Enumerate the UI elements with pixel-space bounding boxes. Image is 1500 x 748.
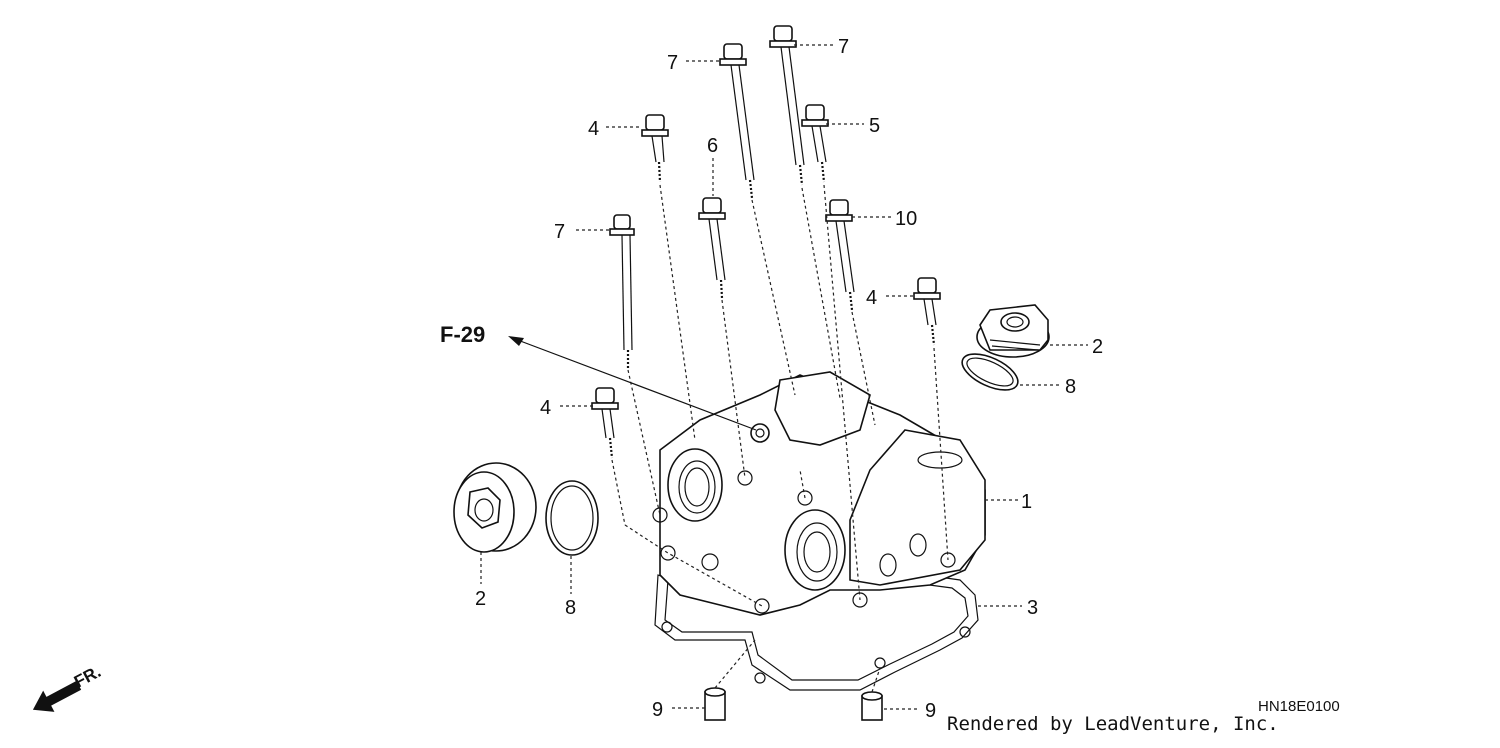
oil-filler-cap-left [453, 462, 537, 553]
dowel-pin-left [704, 687, 726, 721]
cover-left-port-thread [684, 467, 710, 507]
alignment-line [611, 459, 626, 526]
diagram-code: HN18E0100 [1258, 698, 1340, 715]
bolt-7-upper [719, 43, 755, 199]
reference-label[interactable]: F-29 [440, 322, 485, 347]
render-credit: Rendered by LeadVenture, Inc. [947, 713, 1279, 735]
cover-center-port-thread [803, 531, 831, 573]
alignment-line [751, 199, 796, 396]
callout-4: 4 [588, 118, 599, 140]
cover-left-port-inner [678, 460, 716, 514]
callout-9: 9 [652, 699, 663, 721]
reference-arrow [514, 338, 757, 431]
o-ring-left [545, 480, 599, 556]
cover-right-lobe [849, 429, 986, 586]
gasket-hole [754, 672, 766, 684]
callout-5: 5 [869, 115, 880, 137]
alignment-line [851, 311, 876, 426]
callout-3: 3 [1027, 597, 1038, 619]
bolt-10 [825, 199, 855, 311]
callout-7: 7 [554, 221, 565, 243]
callout-2: 2 [1092, 336, 1103, 358]
cover-breather-inner [755, 428, 765, 438]
cover-bolt-boss [754, 598, 770, 614]
callout-7: 7 [838, 36, 849, 58]
callout-10: 10 [895, 208, 917, 230]
callout-1: 1 [1021, 491, 1032, 513]
gasket-hole [959, 626, 971, 638]
callout-4: 4 [540, 397, 551, 419]
front-direction-arrow [32, 680, 82, 712]
cover-bolt-boss [797, 490, 813, 506]
bolt-4-right [913, 277, 941, 346]
cover-spine [774, 371, 871, 446]
callout-8: 8 [1065, 376, 1076, 398]
cover-center-port-outer [784, 509, 846, 591]
reference-arrowhead [508, 336, 524, 346]
cover-bolt-boss [852, 592, 868, 608]
alignment-line [799, 469, 806, 499]
callout-7: 7 [667, 52, 678, 74]
oil-filler-cap-right [976, 304, 1050, 358]
bolt-4-lower [591, 387, 619, 459]
o-ring-right [961, 353, 1019, 391]
gasket-hole [874, 657, 886, 669]
callout-6: 6 [707, 135, 718, 157]
cover-side-hole [909, 533, 927, 557]
gasket-hole [661, 621, 673, 633]
alignment-line [714, 639, 756, 689]
cover-center-port-inner [796, 522, 838, 582]
cover-side-hole [879, 553, 897, 577]
bolt-5 [801, 104, 829, 183]
bolt-4-upper [641, 114, 669, 183]
bolt-7-top [769, 25, 805, 186]
callout-9: 9 [925, 700, 936, 722]
bolt-7-left [609, 214, 635, 368]
cover-breather [750, 423, 770, 443]
alignment-line [627, 369, 661, 516]
dowel-pin-right [861, 691, 883, 721]
cover-bolt-boss [737, 470, 753, 486]
cover-bolt-boss [660, 545, 676, 561]
cover-left-port-outer [667, 448, 723, 522]
cover-top-slot [917, 451, 963, 469]
bolt-6 [698, 197, 726, 299]
alignment-line [659, 184, 696, 441]
callout-4: 4 [866, 287, 877, 309]
cover-bolt-boss [652, 507, 668, 523]
callout-8: 8 [565, 597, 576, 619]
callout-2: 2 [475, 588, 486, 610]
cover-screw-boss [701, 553, 719, 571]
alignment-line [871, 667, 881, 693]
